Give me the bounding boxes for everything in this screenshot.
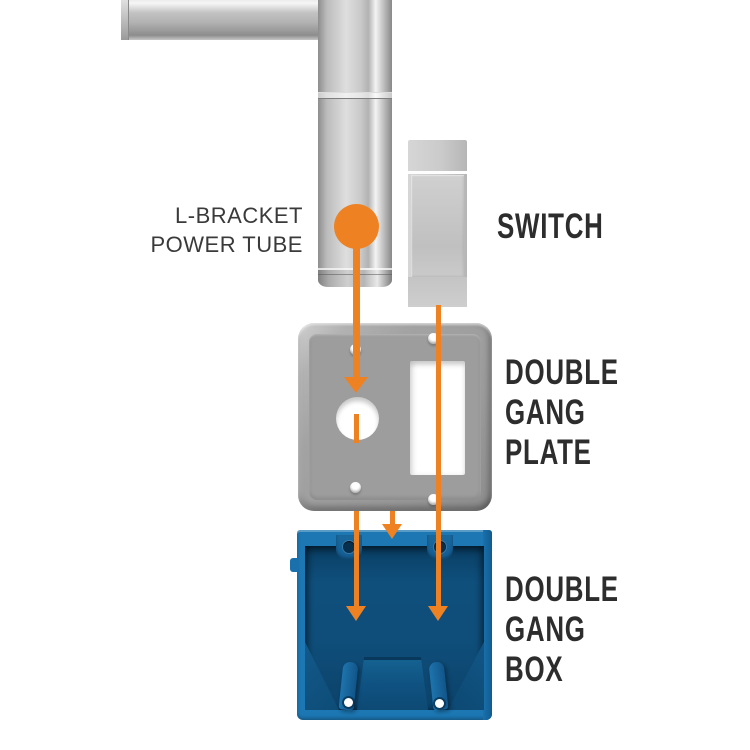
label-line: POWER TUBE [150, 232, 303, 257]
down-arrow-icon [354, 511, 359, 606]
plate-screw-hole [428, 494, 439, 505]
down-arrow-icon [390, 511, 395, 525]
box-interior [305, 546, 484, 711]
down-arrow-head-icon [382, 524, 402, 539]
power-tube-end-cap [121, 0, 129, 40]
label-line: GANG [505, 393, 586, 432]
plate-screw-hole [350, 482, 361, 493]
down-arrow-icon [353, 240, 360, 378]
label-line: SWITCH [497, 207, 604, 246]
label-l-bracket-power-tube: L-BRACKET POWER TUBE [150, 201, 303, 259]
label-line: GANG [505, 610, 586, 649]
double-gang-plate-render [298, 323, 492, 511]
box-center-boss [357, 657, 428, 710]
label-double-gang-plate: DOUBLE GANG PLATE [505, 353, 619, 473]
double-gang-box-render [297, 530, 492, 720]
box-side-nub [290, 558, 298, 572]
box-corner-gusset [305, 642, 339, 710]
box-screw-hole [435, 699, 444, 708]
label-line: DOUBLE [505, 570, 619, 609]
down-arrow-head-icon [346, 606, 366, 621]
switch-paddle [411, 175, 464, 277]
power-tube-joint-seam [318, 92, 392, 99]
box-right-wall [483, 530, 492, 720]
down-arrow-head-icon [428, 606, 448, 621]
alignment-line [436, 305, 441, 511]
power-tube-horizontal [121, 0, 337, 40]
alignment-line [354, 414, 359, 443]
switch-bottom-section [408, 277, 467, 307]
label-double-gang-box: DOUBLE GANG BOX [505, 570, 619, 690]
box-screw-hole [344, 698, 353, 707]
label-line: PLATE [505, 433, 592, 472]
switch-top-line [408, 171, 467, 174]
label-line: BOX [505, 650, 564, 689]
label-switch: SWITCH [497, 207, 604, 247]
label-line: L-BRACKET [175, 203, 303, 228]
box-tab-hole [343, 541, 355, 553]
label-line: DOUBLE [505, 353, 619, 392]
down-arrow-icon [436, 511, 441, 606]
plate-screw-hole [428, 333, 439, 344]
box-corner-gusset [448, 642, 484, 710]
down-arrow-head-icon [344, 377, 368, 393]
